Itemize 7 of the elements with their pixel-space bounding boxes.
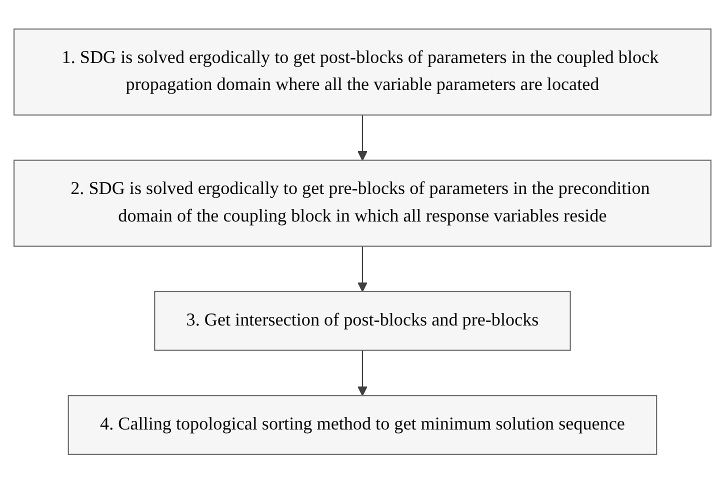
- arrow: [358, 350, 368, 396]
- node-box: 1. SDG is solved ergodically to get post-blocks of parameters in the coupled block propagation domain where all the variable parameters are located: [14, 28, 712, 116]
- node-box: 4. Calling topological sorting method to get minimum solution sequence: [68, 395, 658, 456]
- node-box: 3. Get intersection of post-blocks and pre-blocks: [154, 291, 571, 352]
- arrow: [358, 246, 368, 292]
- node-box: 2. SDG is solved ergodically to get pre-blocks of parameters in the precondition domain of the coupling block in which all response variables reside: [14, 160, 712, 248]
- arrow: [358, 115, 368, 161]
